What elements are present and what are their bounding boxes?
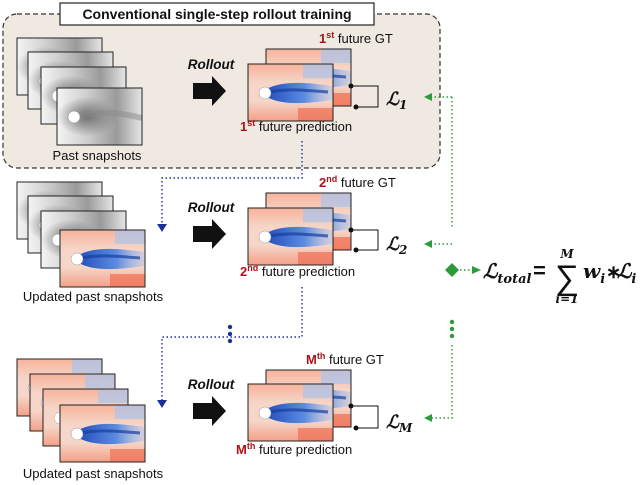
row-1-future-gt-label: 1st future GT	[319, 30, 393, 46]
row-3-loss-bracket	[351, 405, 379, 429]
row-1-loss-bracket	[351, 85, 379, 108]
row-1-future-prediction-label: 1st future prediction	[240, 118, 352, 134]
svg-text:ℒtotal: ℒtotal	[483, 259, 532, 287]
row-1-future-prediction-image	[246, 62, 335, 123]
total-loss-equation: ℒtotal = M ∑ i=1 wi ∗ ℒi	[483, 247, 636, 306]
svg-text:ℒi: ℒi	[617, 259, 636, 287]
equals-sign: =	[533, 258, 546, 283]
row-3-future-prediction-label: Mth future prediction	[236, 441, 352, 457]
row-2-past-snapshots	[17, 182, 147, 289]
feedback-arrowhead-2	[157, 400, 167, 408]
sum-symbol: ∑	[555, 259, 579, 297]
row-1-loss: ℒ1	[386, 89, 407, 112]
row-3-rollout-arrow	[193, 396, 226, 426]
green-arrowhead-3	[424, 414, 432, 422]
svg-text:wi: wi	[583, 259, 605, 287]
row-3-loss: ℒM	[386, 412, 413, 435]
row-3-future-prediction-image	[246, 382, 335, 443]
feedback-connector-1	[161, 141, 303, 226]
row-1-rollout-label: Rollout	[188, 57, 235, 72]
row-2-future-prediction-label: 2nd future prediction	[240, 263, 355, 279]
row-2-rollout-label: Rollout	[188, 200, 235, 215]
title-box	[59, 2, 375, 26]
row-2-future-prediction-image	[246, 206, 335, 267]
green-junction-diamond	[445, 263, 459, 277]
green-arrowhead-1	[424, 93, 432, 101]
row-2-loss: ℒ2	[386, 234, 407, 257]
row-2-rollout-arrow	[193, 219, 226, 249]
row-2-inputs-label: Updated past snapshots	[23, 289, 164, 304]
green-arrowhead-total	[472, 266, 481, 274]
feedback-arrowhead-1	[157, 224, 167, 232]
row-3-future-gt-label: Mth future GT	[306, 351, 384, 367]
feedback-connector-2	[161, 287, 303, 402]
green-arrowhead-2	[424, 240, 432, 248]
row-2-loss-bracket	[351, 229, 379, 251]
loss-aggregation-connector	[432, 96, 472, 419]
row-2-future-gt-label: 2nd future GT	[319, 174, 396, 190]
title: Conventional single-step rollout trainin…	[82, 6, 351, 22]
sum-upper-limit: M	[559, 247, 574, 261]
row-3-inputs-label: Updated past snapshots	[23, 466, 164, 481]
row-1-inputs-label: Past snapshots	[53, 148, 142, 163]
row-3-rollout-label: Rollout	[188, 377, 235, 392]
ellipsis-dots-green	[449, 319, 455, 339]
times-sign: ∗	[606, 262, 621, 282]
row-1-rollout-arrow	[193, 76, 226, 106]
sum-lower-limit: i=1	[556, 292, 579, 306]
ellipsis-dots-middle	[227, 324, 233, 344]
row-3-past-snapshots	[15, 357, 147, 464]
